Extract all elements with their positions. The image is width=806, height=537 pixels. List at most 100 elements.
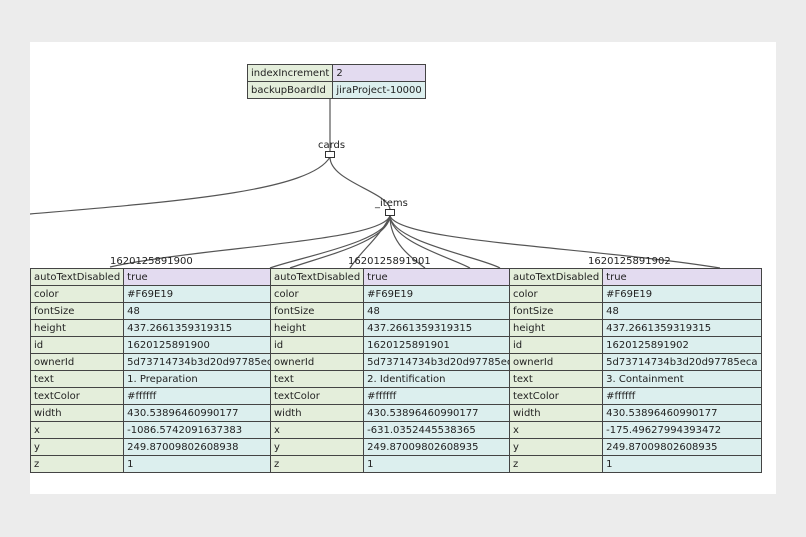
property-key: color — [269, 285, 365, 303]
property-key: autoTextDisabled — [30, 268, 125, 286]
property-key: y — [269, 438, 365, 456]
property-row: color#F69E19 — [269, 285, 523, 303]
property-value: jiraProject-10000 — [332, 81, 426, 99]
property-key: width — [269, 404, 365, 422]
property-value: 5d73714734b3d20d97785eca — [363, 353, 523, 371]
property-key: height — [30, 319, 125, 337]
property-value: 249.87009802608935 — [363, 438, 523, 456]
property-value: 2 — [332, 64, 426, 82]
property-key: z — [30, 455, 125, 473]
property-row: textColor#ffffff — [508, 387, 762, 405]
property-value: 5d73714734b3d20d97785eca — [602, 353, 762, 371]
property-value: #ffffff — [123, 387, 283, 405]
property-key: textColor — [269, 387, 365, 405]
property-key: ownerId — [269, 353, 365, 371]
property-value: 1 — [363, 455, 523, 473]
property-value: 430.53896460990177 — [602, 404, 762, 422]
wire-cards-to-items — [329, 156, 391, 211]
property-value: 249.87009802608935 — [602, 438, 762, 456]
property-value: -1086.5742091637383 — [123, 421, 283, 439]
property-value: 430.53896460990177 — [123, 404, 283, 422]
property-key: height — [269, 319, 365, 337]
property-value: -175.49627994393472 — [602, 421, 762, 439]
wire-cards-left — [30, 156, 331, 215]
property-key: fontSize — [269, 302, 365, 320]
property-key: backupBoardId — [246, 81, 334, 99]
property-value: true — [123, 268, 283, 286]
property-value: 2. Identification — [363, 370, 523, 388]
property-key: height — [508, 319, 604, 337]
property-value: 437.2661359319315 — [363, 319, 523, 337]
property-value: 1 — [123, 455, 283, 473]
property-key: y — [30, 438, 125, 456]
property-row: x-175.49627994393472 — [508, 421, 762, 439]
property-value: #F69E19 — [363, 285, 523, 303]
property-value: -631.0352445538365 — [363, 421, 523, 439]
property-key: text — [269, 370, 365, 388]
property-key: y — [508, 438, 604, 456]
wire-items-fan-5 — [389, 215, 501, 269]
property-value: #ffffff — [602, 387, 762, 405]
property-row: x-631.0352445538365 — [269, 421, 523, 439]
property-key: width — [30, 404, 125, 422]
property-key: id — [508, 336, 604, 354]
property-key: text — [508, 370, 604, 388]
property-key: color — [30, 285, 125, 303]
cards-node[interactable] — [325, 151, 335, 158]
property-row: color#F69E19 — [30, 285, 283, 303]
property-key: id — [269, 336, 365, 354]
property-key: ownerId — [30, 353, 125, 371]
property-key: z — [269, 455, 365, 473]
property-key: text — [30, 370, 125, 388]
property-value: 48 — [123, 302, 283, 320]
property-value: true — [363, 268, 523, 286]
property-value: 437.2661359319315 — [602, 319, 762, 337]
card-id-label: 1620125891902 — [588, 256, 671, 267]
items-node[interactable] — [385, 209, 395, 216]
property-value: 48 — [363, 302, 523, 320]
property-key: indexIncrement — [246, 64, 334, 82]
property-value: 5d73714734b3d20d97785eca — [123, 353, 283, 371]
property-key: id — [30, 336, 125, 354]
wire-items-to-card-2 — [349, 215, 391, 269]
property-value: 430.53896460990177 — [363, 404, 523, 422]
wire-items-fan-2 — [289, 215, 391, 269]
property-value: #F69E19 — [123, 285, 283, 303]
property-key: x — [30, 421, 125, 439]
property-value: 1 — [602, 455, 762, 473]
wire-items-to-card-1 — [109, 215, 391, 268]
property-key: fontSize — [508, 302, 604, 320]
property-value: 48 — [602, 302, 762, 320]
property-row: color#F69E19 — [508, 285, 762, 303]
property-key: textColor — [508, 387, 604, 405]
property-key: autoTextDisabled — [269, 268, 365, 286]
card-id-label: 1620125891900 — [110, 256, 193, 267]
wire-items-fan-4 — [389, 215, 471, 269]
